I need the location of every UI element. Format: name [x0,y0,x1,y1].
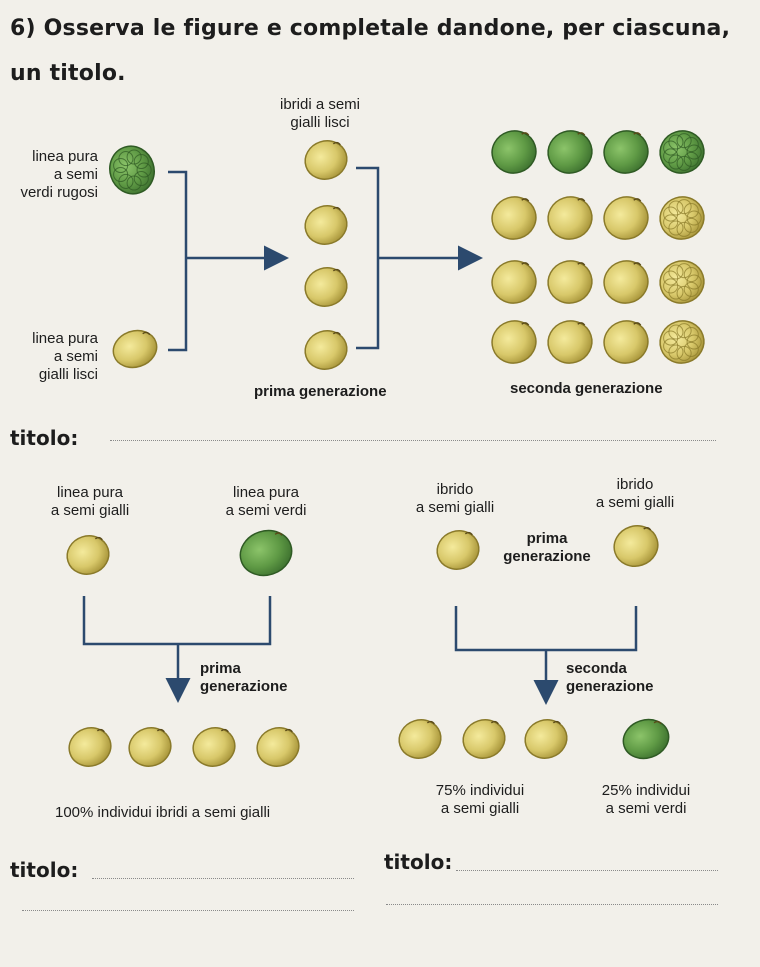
fig3-parent-hybrid-seed [613,525,659,567]
fig1-second-gen-seed [659,260,705,304]
fig2-connectors [82,596,272,703]
fig3-offspring-green-seed [622,718,670,760]
seed-group [66,130,705,767]
exercise-heading: 6) Osserva le figure e completale dandon… [10,16,731,41]
fig1-second-gen-seed [547,260,593,304]
fig1-parent-yellow-label: linea pura a semi gialli lisci [32,330,98,383]
fig2-offspring-seed [192,727,236,767]
fig1-second-gen-seed [491,130,537,174]
fig1-parent-green-wrinkled-seed [109,145,155,195]
fig2-parent-yellow-label: linea pura a semi gialli [50,484,130,519]
fig1-first-gen-label: prima generazione [254,383,387,400]
fig1-second-gen-seed [603,260,649,304]
fig2-offspring-seed [128,727,172,767]
fig2-offspring-seed [256,727,300,767]
fig1-second-gen-seed [603,130,649,174]
fig3-yellow-pct-label: 75% individui a semi gialli [435,782,525,817]
fig1-connectors [168,166,483,352]
fig1-first-gen-seed [304,330,348,370]
fig1-second-gen-seed [659,196,705,240]
exercise-number: 6 [10,16,26,41]
fig3-connectors [454,606,638,705]
fig3-hybrid-left-label: ibrido a semi gialli [415,481,495,516]
fig3-title-label: titolo: [384,850,453,874]
fig1-first-gen-seed [304,140,348,180]
fig2-title-label: titolo: [10,858,79,882]
fig3-second-gen-label: seconda generazione [566,660,654,695]
fig2-parent-green-label: linea pura a semi verdi [225,484,307,519]
fig3-green-pct-label: 25% individui a semi verdi [601,782,691,817]
fig3-offspring-yellow-seed [462,719,506,759]
fig1-second-gen-seed [491,196,537,240]
fig1-second-gen-seed [547,320,593,364]
fig3-title-answer-line-2[interactable] [386,904,718,905]
fig1-parent-green-label: linea pura a semi verdi rugosi [20,148,98,201]
fig1-second-gen-seed [603,320,649,364]
exercise-instruction: Osserva le figure e completale dandone, … [43,16,731,41]
fig1-second-gen-seed [491,260,537,304]
fig1-second-gen-seed [659,320,705,364]
fig2-title-answer-line-1[interactable] [92,878,354,879]
fig1-hybrid-label: ibridi a semi gialli lisci [279,96,361,131]
fig2-first-gen-label: prima generazione [200,660,288,695]
fig1-second-gen-seed [603,196,649,240]
fig2-offspring-seed [68,727,112,767]
fig3-offspring-yellow-seed [398,719,442,759]
fig1-parent-yellow-smooth-seed [112,329,158,369]
fig2-parent-yellow-seed [66,535,110,575]
fig1-second-gen-seed [491,320,537,364]
fig1-second-gen-seed [547,196,593,240]
exercise-instruction-cont: un titolo. [10,61,126,86]
fig1-second-gen-label: seconda generazione [510,380,663,397]
fig3-first-gen-label: prima generazione [503,530,591,565]
fig1-title-label: titolo: [10,426,79,450]
fig3-title-answer-line-1[interactable] [456,870,718,871]
fig3-hybrid-right-label: ibrido a semi gialli [595,476,675,511]
fig1-first-gen-seed [304,205,348,245]
fig1-second-gen-seed [659,130,705,174]
fig2-result-label: 100% individui ibridi a semi gialli [55,804,271,821]
fig3-parent-hybrid-seed [436,530,480,570]
fig2-parent-green-seed [239,529,293,577]
fig1-title-answer-line[interactable] [110,440,716,441]
fig2-title-answer-line-2[interactable] [22,910,354,911]
fig3-offspring-yellow-seed [524,719,568,759]
fig1-first-gen-seed [304,267,348,307]
fig1-second-gen-seed [547,130,593,174]
